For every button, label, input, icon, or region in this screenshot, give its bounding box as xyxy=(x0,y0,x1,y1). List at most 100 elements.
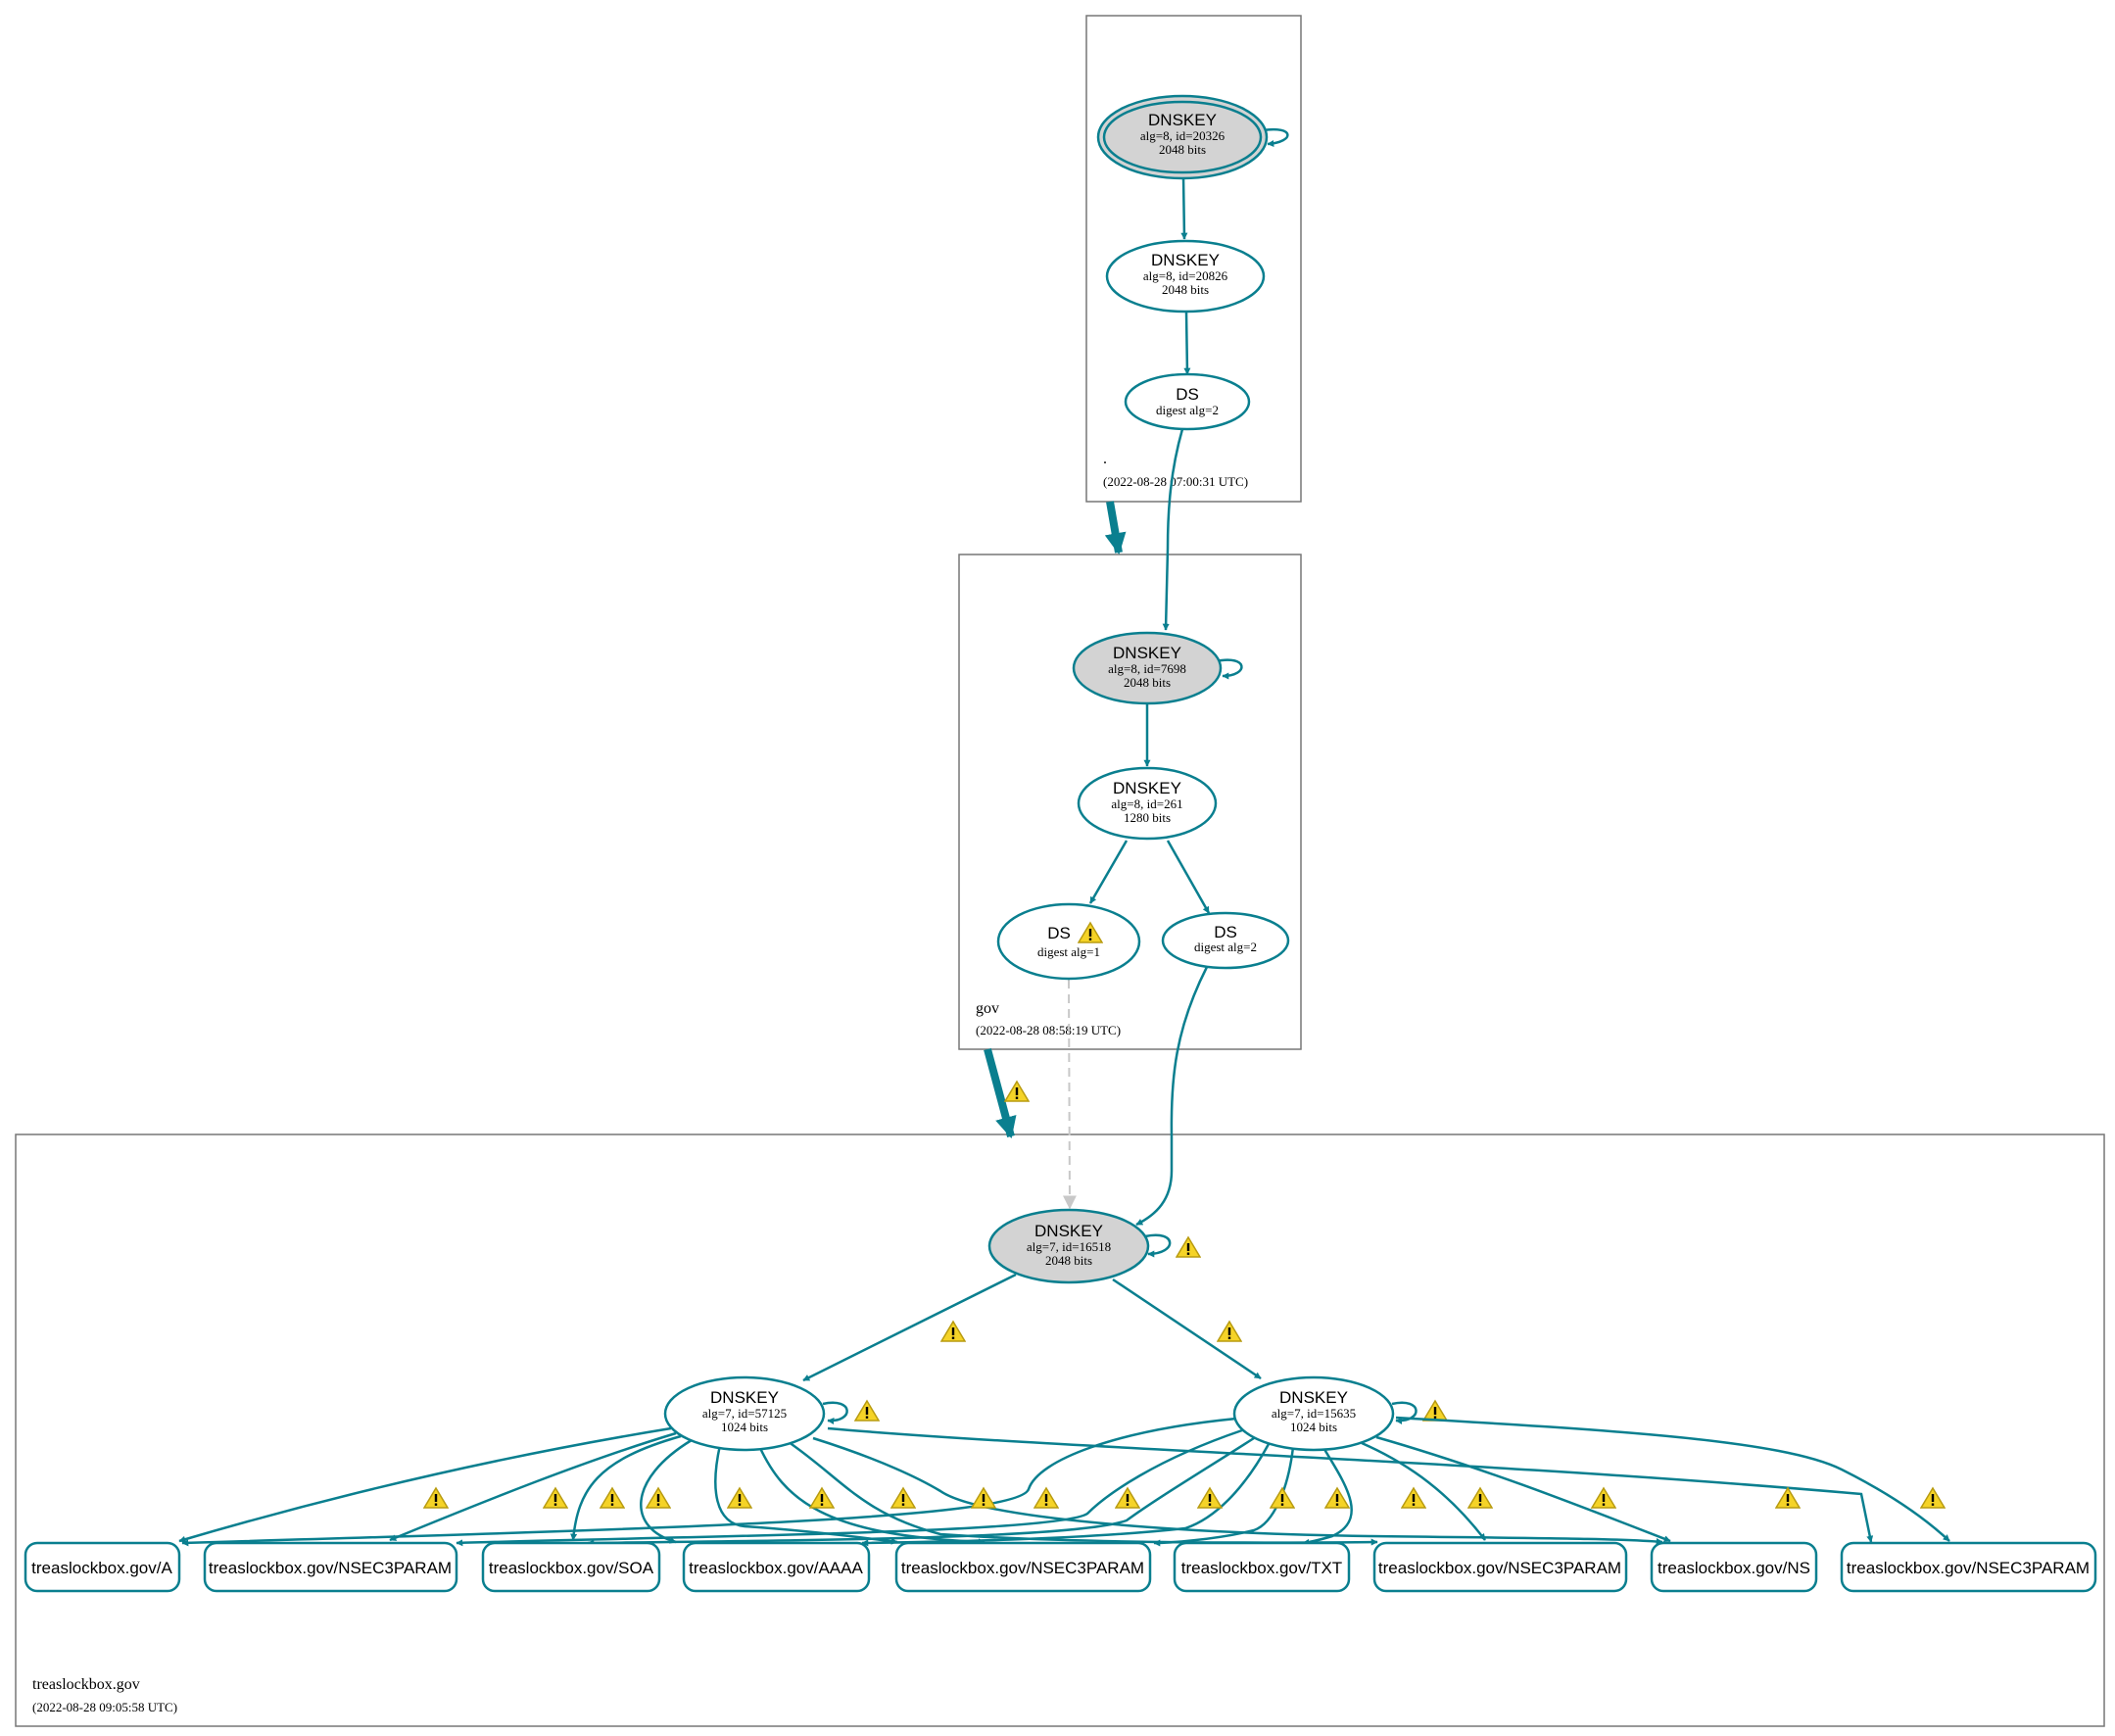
edge-zsk2-soa xyxy=(587,1436,1255,1547)
edge-warnings xyxy=(423,1487,1946,1509)
rrset-aaaa[interactable]: treaslockbox.gov/AAAA xyxy=(682,1541,871,1593)
edge-treas-ksk-zsk1 xyxy=(802,1273,1017,1382)
node-gov-ksk[interactable]: DNSKEY alg=8, id=7698 2048 bits xyxy=(1072,631,1223,705)
warning-icon xyxy=(854,1400,880,1422)
node-root-ds[interactable]: DS digest alg=2 xyxy=(1124,372,1251,431)
edge-zsk2-nsec3param-4 xyxy=(1395,1416,1950,1542)
warning-icon xyxy=(1176,1236,1201,1258)
node-root-zsk[interactable]: DNSKEY alg=8, id=20826 2048 bits xyxy=(1105,239,1266,313)
node-gov-zsk[interactable]: DNSKEY alg=8, id=261 1280 bits xyxy=(1077,766,1218,841)
rrset-nsec3param-1-label: treaslockbox.gov/NSEC3PARAM xyxy=(209,1559,452,1577)
zone-treaslockbox-name: treaslockbox.gov xyxy=(32,1676,140,1693)
rrset-ns-label: treaslockbox.gov/NS xyxy=(1658,1559,1810,1577)
node-gov-ds2-title: DS xyxy=(1214,923,1237,941)
rrset-a-label: treaslockbox.gov/A xyxy=(31,1559,172,1577)
warning-icon xyxy=(1115,1487,1140,1509)
node-treas-ksk[interactable]: DNSKEY alg=7, id=16518 2048 bits xyxy=(987,1208,1150,1284)
node-gov-ds1[interactable]: DS digest alg=1 xyxy=(996,902,1141,981)
warning-icon xyxy=(1920,1487,1946,1509)
rrset-nsec3param-2-label: treaslockbox.gov/NSEC3PARAM xyxy=(901,1559,1144,1577)
rrset-nsec3param-1[interactable]: treaslockbox.gov/NSEC3PARAM xyxy=(203,1541,458,1593)
edge-zsk2-nsec3param-3 xyxy=(1361,1441,1486,1541)
warning-icon xyxy=(1591,1487,1616,1509)
warning-icon xyxy=(1467,1487,1493,1509)
rrset-txt-label: treaslockbox.gov/TXT xyxy=(1181,1559,1342,1577)
node-gov-ds2-digest: digest alg=2 xyxy=(1194,940,1257,954)
zone-root: . (2022-08-28 07:00:31 UTC) xyxy=(1085,15,1302,503)
node-root-ksk-alg: alg=8, id=20326 xyxy=(1140,128,1226,143)
edge-zsk1-a xyxy=(178,1426,672,1543)
node-treas-zsk1-alg: alg=7, id=57125 xyxy=(702,1406,787,1421)
edge-gov-zsk-ds2 xyxy=(1166,840,1211,914)
zone-root-box xyxy=(1085,15,1302,503)
node-gov-ksk-alg: alg=8, id=7698 xyxy=(1108,661,1186,676)
rrset-nsec3param-2[interactable]: treaslockbox.gov/NSEC3PARAM xyxy=(894,1541,1152,1593)
zone-treaslockbox-date: (2022-08-28 09:05:58 UTC) xyxy=(32,1700,177,1714)
rrset-soa[interactable]: treaslockbox.gov/SOA xyxy=(481,1541,661,1593)
node-treas-ksk-bits: 2048 bits xyxy=(1045,1253,1092,1268)
node-treas-zsk1[interactable]: DNSKEY alg=7, id=57125 1024 bits xyxy=(663,1375,826,1452)
node-root-zsk-title: DNSKEY xyxy=(1151,251,1220,269)
warning-icon xyxy=(1217,1321,1242,1342)
self-sign-root-ksk xyxy=(1262,127,1289,148)
rrset-txt[interactable]: treaslockbox.gov/TXT xyxy=(1173,1541,1351,1593)
warning-icon xyxy=(727,1487,752,1509)
edge-zsk1-aaaa xyxy=(640,1438,693,1544)
edges-zsk1-to-rrsets xyxy=(178,1426,1874,1546)
warning-icon xyxy=(1324,1487,1350,1509)
zone-root-name: . xyxy=(1103,451,1107,467)
edge-zsk2-nsec3param-1 xyxy=(456,1428,1243,1547)
node-treas-zsk2[interactable]: DNSKEY alg=7, id=15635 1024 bits xyxy=(1232,1375,1395,1452)
node-root-ds-digest: digest alg=2 xyxy=(1156,403,1219,417)
rrset-soa-label: treaslockbox.gov/SOA xyxy=(489,1559,654,1577)
edge-zsk2-nsec3param-2 xyxy=(1153,1446,1295,1547)
edge-zsk1-txt xyxy=(757,1445,985,1546)
warning-icon xyxy=(1033,1487,1059,1509)
node-root-ksk-title: DNSKEY xyxy=(1148,111,1217,129)
edge-zsk1-nsec3param-4 xyxy=(827,1426,1874,1543)
rrset-nsec3param-3[interactable]: treaslockbox.gov/NSEC3PARAM xyxy=(1372,1541,1628,1593)
node-root-ksk[interactable]: DNSKEY alg=8, id=20326 2048 bits xyxy=(1096,94,1269,180)
node-root-ds-title: DS xyxy=(1176,385,1199,404)
node-treas-zsk2-alg: alg=7, id=15635 xyxy=(1272,1406,1356,1421)
edge-root-ds-gov-ksk xyxy=(1162,428,1184,631)
node-gov-zsk-bits: 1280 bits xyxy=(1124,810,1171,825)
zone-gov-name: gov xyxy=(976,1000,999,1017)
rrset-nsec3param-4[interactable]: treaslockbox.gov/NSEC3PARAM xyxy=(1840,1541,2097,1593)
warning-icon xyxy=(1775,1487,1801,1509)
warning-icon xyxy=(890,1487,916,1509)
node-gov-ksk-title: DNSKEY xyxy=(1113,644,1181,662)
edge-zsk1-ns xyxy=(812,1436,1663,1545)
rrset-nsec3param-4-label: treaslockbox.gov/NSEC3PARAM xyxy=(1847,1559,2090,1577)
delegation-gov-treaslockbox xyxy=(984,1047,1017,1139)
zone-root-date: (2022-08-28 07:00:31 UTC) xyxy=(1103,474,1248,489)
zone-treaslockbox: treaslockbox.gov (2022-08-28 09:05:58 UT… xyxy=(15,1133,2105,1727)
edge-zsk1-nsec3param-1 xyxy=(389,1431,677,1542)
edge-treas-ksk-zsk2 xyxy=(1112,1278,1262,1380)
edge-gov-ds1-treas-ksk-insecure xyxy=(1062,979,1077,1210)
rrset-ns[interactable]: treaslockbox.gov/NS xyxy=(1650,1541,1818,1593)
rrset-aaaa-label: treaslockbox.gov/AAAA xyxy=(689,1559,863,1577)
self-sign-treas-zsk1 xyxy=(822,1401,848,1424)
zone-gov: gov (2022-08-28 08:58:19 UTC) xyxy=(958,554,1302,1050)
node-treas-zsk2-title: DNSKEY xyxy=(1279,1388,1348,1407)
edge-root-ksk-zsk xyxy=(1180,175,1188,240)
node-treas-ksk-title: DNSKEY xyxy=(1034,1222,1103,1240)
warning-icon xyxy=(1004,1081,1030,1102)
edge-root-zsk-ds xyxy=(1183,311,1191,375)
warning-icon xyxy=(1422,1400,1448,1422)
warning-icon xyxy=(543,1487,568,1509)
delegation-root-gov xyxy=(1104,501,1127,555)
warning-icon xyxy=(1401,1487,1426,1509)
self-sign-gov-ksk xyxy=(1215,658,1243,680)
edge-zsk1-nsec3param-2 xyxy=(714,1444,898,1545)
node-root-zsk-bits: 2048 bits xyxy=(1162,282,1209,297)
zone-gov-date: (2022-08-28 08:58:19 UTC) xyxy=(976,1023,1121,1037)
node-root-ksk-bits: 2048 bits xyxy=(1159,142,1206,157)
rrset-a[interactable]: treaslockbox.gov/A xyxy=(24,1541,181,1593)
rrset-nsec3param-3-label: treaslockbox.gov/NSEC3PARAM xyxy=(1378,1559,1621,1577)
warning-icon xyxy=(1197,1487,1223,1509)
node-gov-ds2[interactable]: DS digest alg=2 xyxy=(1161,911,1290,970)
edge-gov-zsk-ds1 xyxy=(1088,840,1129,904)
